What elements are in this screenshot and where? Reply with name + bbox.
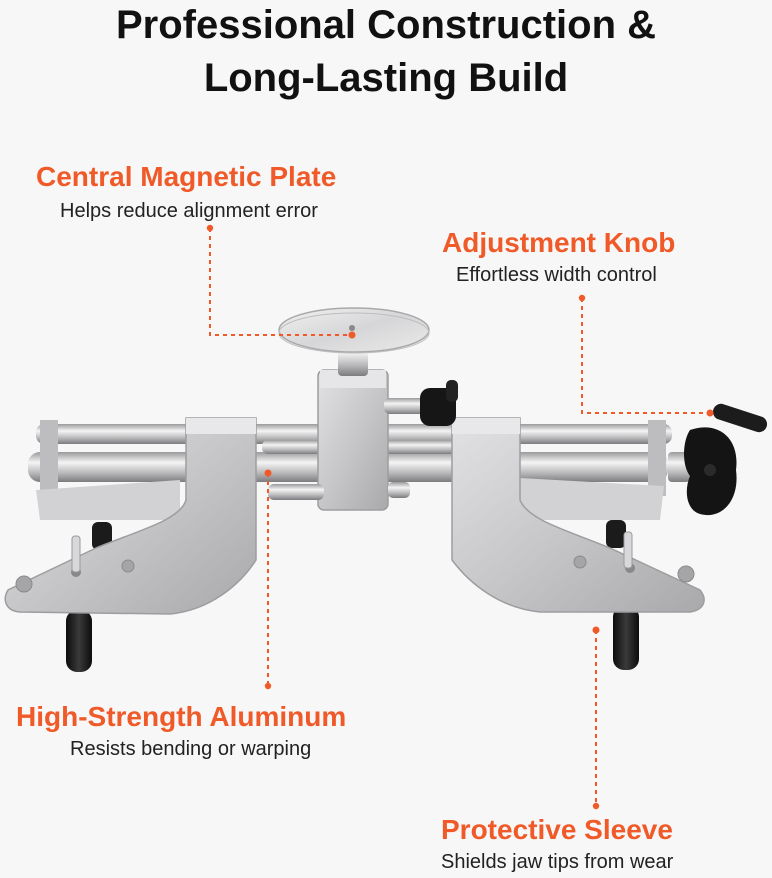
center-slider-block <box>268 369 430 511</box>
callout-leader-dots <box>206 224 714 810</box>
left-clamp-arm <box>4 417 257 615</box>
adjustment-knob-leader <box>581 298 710 414</box>
adjustment-knob-callout-subtitle: Effortless width control <box>456 264 657 286</box>
left-protective-sleeve <box>66 610 92 672</box>
right-protective-sleeve <box>613 606 639 670</box>
right-upper-pin <box>606 520 626 548</box>
magnetic-plate <box>278 307 430 376</box>
center-lock-knob <box>420 380 458 426</box>
callout-leader-lines <box>209 228 710 806</box>
magnetic-plate-callout-title: Central Magnetic Plate <box>36 161 337 192</box>
sleeve-callout-subtitle: Shields jaw tips from wear <box>441 851 674 873</box>
right-clamp-arm <box>451 417 705 613</box>
adjustment-knob-callout-title: Adjustment Knob <box>442 227 676 258</box>
magnetic-plate-leader <box>209 228 352 336</box>
page-title-line-2: Long-Lasting Build <box>203 56 569 100</box>
magnetic-plate-callout-subtitle: Helps reduce alignment error <box>60 200 318 222</box>
aluminum-callout-subtitle: Resists bending or warping <box>70 738 312 760</box>
sleeve-callout-title: Protective Sleeve <box>441 814 673 845</box>
adjustment-knob <box>668 403 768 516</box>
aluminum-callout-title: High-Strength Aluminum <box>16 701 347 732</box>
page-title-line-1: Professional Construction & <box>115 3 657 47</box>
